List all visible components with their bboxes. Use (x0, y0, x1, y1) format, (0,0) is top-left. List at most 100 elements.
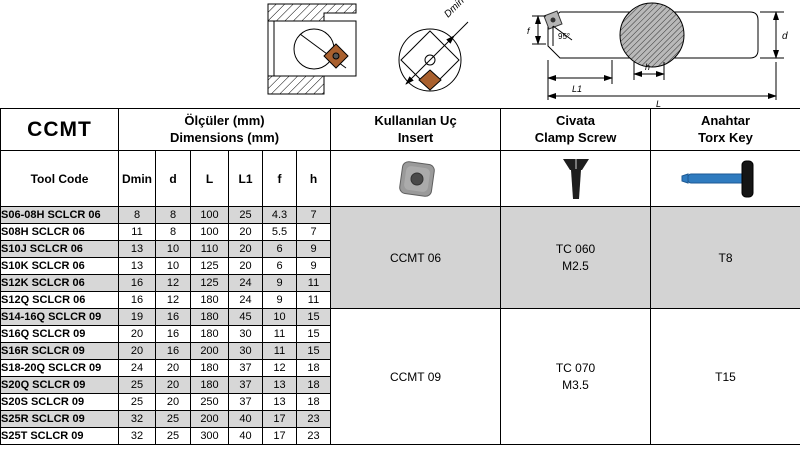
cell-d: 12 (155, 291, 191, 309)
d-header: d (155, 150, 191, 207)
cell-f: 12 (262, 359, 297, 377)
cell-l: 180 (190, 325, 229, 343)
insert-group-value: CCMT 06 (330, 206, 502, 309)
cell-l1: 37 (228, 359, 263, 377)
cell-l: 100 (190, 206, 229, 224)
insert-image-cell (330, 150, 502, 207)
cell-l1: 20 (228, 223, 263, 241)
cell-l: 300 (190, 427, 229, 445)
cell-l: 180 (190, 291, 229, 309)
cell-d: 16 (155, 308, 191, 326)
clamp-screw-icon (562, 158, 589, 199)
tool-code: S20Q SCLCR 09 (0, 376, 119, 394)
table-row: S12K SCLCR 06 16 12 125 24 9 11 (0, 274, 800, 292)
dim-label-h: h (645, 62, 650, 72)
cell-d: 16 (155, 325, 191, 343)
cell-l1: 40 (228, 427, 263, 445)
cell-l1: 24 (228, 291, 263, 309)
cell-f: 13 (262, 393, 297, 411)
cell-l1: 25 (228, 206, 263, 224)
cell-dmin: 20 (118, 342, 156, 360)
cell-l1: 24 (228, 274, 263, 292)
insert-group-header: Kullanılan Uç Insert (330, 108, 502, 151)
l-header: L (190, 150, 229, 207)
cell-l: 180 (190, 376, 229, 394)
cell-f: 6 (262, 257, 297, 275)
cell-dmin: 25 (118, 393, 156, 411)
dim-label-angle: 95° (558, 32, 570, 41)
screw-code: TC 060 (555, 241, 596, 256)
screw-label-en: Clamp Screw (534, 129, 617, 145)
cell-d: 25 (155, 427, 191, 445)
l1-header: L1 (228, 150, 263, 207)
cell-l1: 30 (228, 342, 263, 360)
cell-dmin: 24 (118, 359, 156, 377)
cell-f: 9 (262, 291, 297, 309)
torx-label-tr: Anahtar (700, 112, 751, 128)
cell-h: 11 (295, 291, 332, 309)
cell-h: 23 (295, 410, 332, 428)
dmin-view-drawing: Dmin (398, 0, 469, 92)
cell-h: 7 (295, 206, 332, 224)
cell-d: 10 (155, 257, 191, 275)
table-row: S20S SCLCR 09 25 20 250 37 13 18 (0, 393, 800, 411)
f-header: f (262, 150, 297, 207)
cell-f: 11 (262, 342, 297, 360)
screw-code: TC 070 (555, 360, 596, 375)
dim-label-f: f (527, 26, 531, 36)
cell-l1: 37 (228, 376, 263, 394)
table-row: S06-08H SCLCR 06 8 8 100 25 4.3 7 CCMT 0… (0, 206, 800, 309)
cell-d: 20 (155, 359, 191, 377)
dim-label-l1: L1 (572, 84, 582, 94)
dmin-header: Dmin (118, 150, 156, 207)
cell-f: 9 (262, 274, 297, 292)
tool-code: S12Q SCLCR 06 (0, 291, 119, 309)
dim-label-d: d (782, 31, 788, 42)
screw-group-value: TC 060 M2.5 (500, 206, 652, 309)
screw-thread: M3.5 (562, 377, 589, 392)
dimensions-label-tr: Ölçüler (mm) (184, 112, 265, 128)
tool-code: S20S SCLCR 09 (0, 393, 119, 411)
insert-photo-icon (398, 160, 435, 197)
cell-l1: 20 (228, 240, 263, 258)
tool-code: S16Q SCLCR 09 (0, 325, 119, 343)
dimensions-label-en: Dimensions (mm) (169, 129, 280, 145)
cell-dmin: 13 (118, 257, 156, 275)
table-row: S16Q SCLCR 09 20 16 180 30 11 15 (0, 325, 800, 343)
cell-h: 18 (295, 393, 332, 411)
tool-code: S06-08H SCLCR 06 (0, 206, 119, 224)
cell-l: 125 (190, 274, 229, 292)
cell-h: 11 (295, 274, 332, 292)
cell-f: 17 (262, 410, 297, 428)
tool-code: S25T SCLCR 09 (0, 427, 119, 445)
tool-code: S08H SCLCR 06 (0, 223, 119, 241)
cell-l1: 30 (228, 325, 263, 343)
cell-f: 5.5 (262, 223, 297, 241)
header-column-row: Tool Code Dmin d L L1 f h (0, 150, 800, 207)
header-group-row: CCMT Ölçüler (mm) Dimensions (mm) Kullan… (0, 108, 800, 151)
screw-group-header: Civata Clamp Screw (500, 108, 652, 151)
cell-h: 18 (295, 359, 332, 377)
table-row: S12Q SCLCR 06 16 12 180 24 9 11 (0, 291, 800, 309)
cell-d: 8 (155, 223, 191, 241)
cell-f: 10 (262, 308, 297, 326)
tool-code: S10K SCLCR 06 (0, 257, 119, 275)
cell-dmin: 32 (118, 427, 156, 445)
cell-dmin: 13 (118, 240, 156, 258)
table-row: S20Q SCLCR 09 25 20 180 37 13 18 (0, 376, 800, 394)
cell-f: 6 (262, 240, 297, 258)
cell-h: 7 (295, 223, 332, 241)
screw-group-value: TC 070 M3.5 (500, 308, 652, 445)
cell-l: 200 (190, 342, 229, 360)
table-row: S14-16Q SCLCR 09 19 16 180 45 10 15 CCMT… (0, 308, 800, 445)
cell-h: 15 (295, 308, 332, 326)
tool-code-header: Tool Code (0, 150, 119, 207)
table-row: S25T SCLCR 09 32 25 300 40 17 23 (0, 427, 800, 445)
torx-image-cell (650, 150, 800, 207)
cell-d: 10 (155, 240, 191, 258)
insert-group-value: CCMT 09 (330, 308, 502, 445)
screw-image-cell (500, 150, 652, 207)
cell-dmin: 16 (118, 291, 156, 309)
screw-thread: M2.5 (562, 258, 589, 273)
cell-d: 8 (155, 206, 191, 224)
